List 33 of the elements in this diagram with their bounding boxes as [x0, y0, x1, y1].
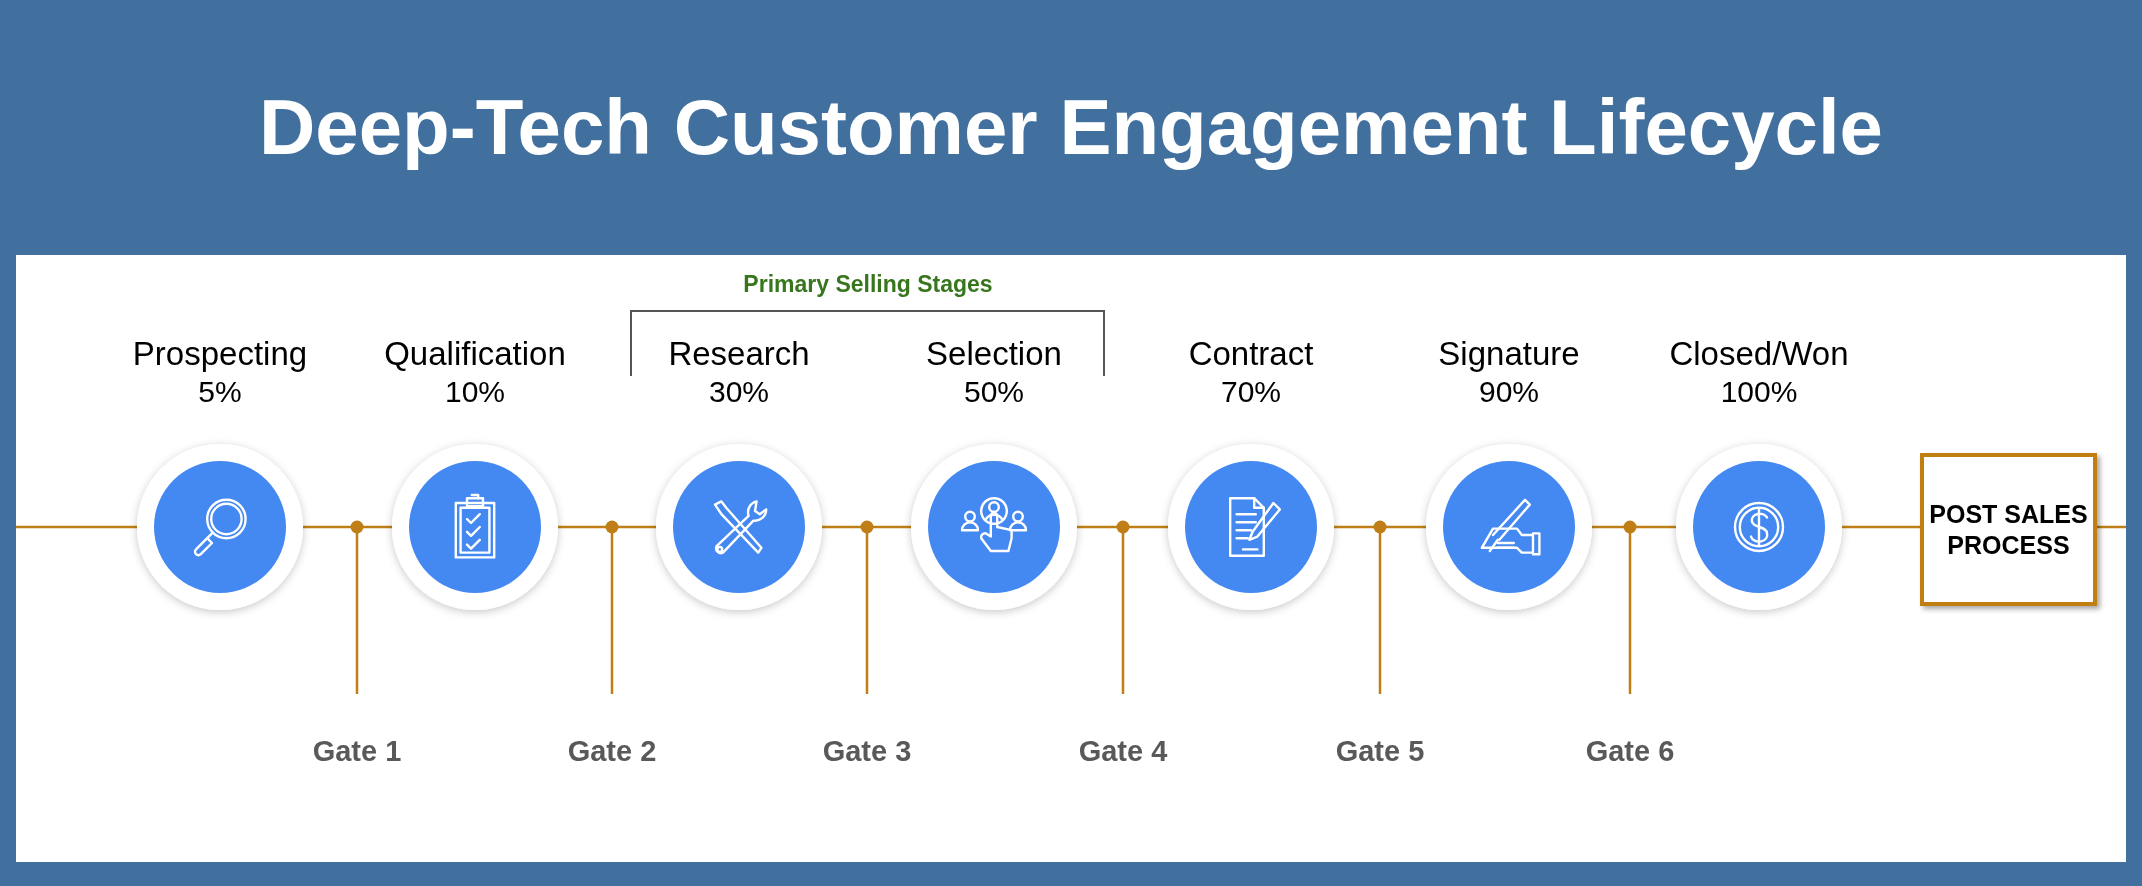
process-box [1920, 453, 2097, 606]
connector-line [2097, 525, 2126, 529]
title: Deep-Tech Customer Engagement Lifecycle [259, 82, 1883, 173]
stage-probability: 10% [444, 374, 505, 410]
connector-line [16, 525, 137, 529]
box-label: POST SALES PROCESS [1928, 498, 2089, 561]
connector-line [303, 525, 392, 529]
gate-label: Gate 2 [567, 735, 657, 768]
gate-label: Gate 5 [1335, 735, 1425, 768]
connector-line [1842, 525, 1920, 529]
gate-label: Gate 1 [312, 735, 402, 768]
stage-name: Closed/Won [1669, 334, 1849, 374]
connector-line [558, 525, 656, 529]
stage-name: Signature [1438, 334, 1580, 374]
stage-name: Prospecting [132, 334, 308, 374]
stage-probability: 30% [708, 374, 769, 410]
group-heading: Primary Selling Stages [743, 271, 993, 298]
stage-name: Qualification [384, 334, 566, 374]
stage-probability: 70% [1220, 374, 1281, 410]
gate-label: Gate 3 [822, 735, 912, 768]
stage-probability: 50% [963, 374, 1024, 410]
stage-name: Research [668, 334, 810, 374]
connector-line [1334, 525, 1426, 529]
stage-name: Selection [926, 334, 1062, 374]
stage-probability: 90% [1478, 374, 1539, 410]
gate-label: Gate 6 [1585, 735, 1675, 768]
stage-probability: 5% [198, 374, 242, 410]
gate-label: Gate 4 [1078, 735, 1168, 768]
connector-line [1077, 525, 1168, 529]
stage-name: Contract [1188, 334, 1314, 374]
connector-line [1592, 525, 1676, 529]
connector-line [822, 525, 911, 529]
stage-probability: 100% [1720, 374, 1798, 410]
